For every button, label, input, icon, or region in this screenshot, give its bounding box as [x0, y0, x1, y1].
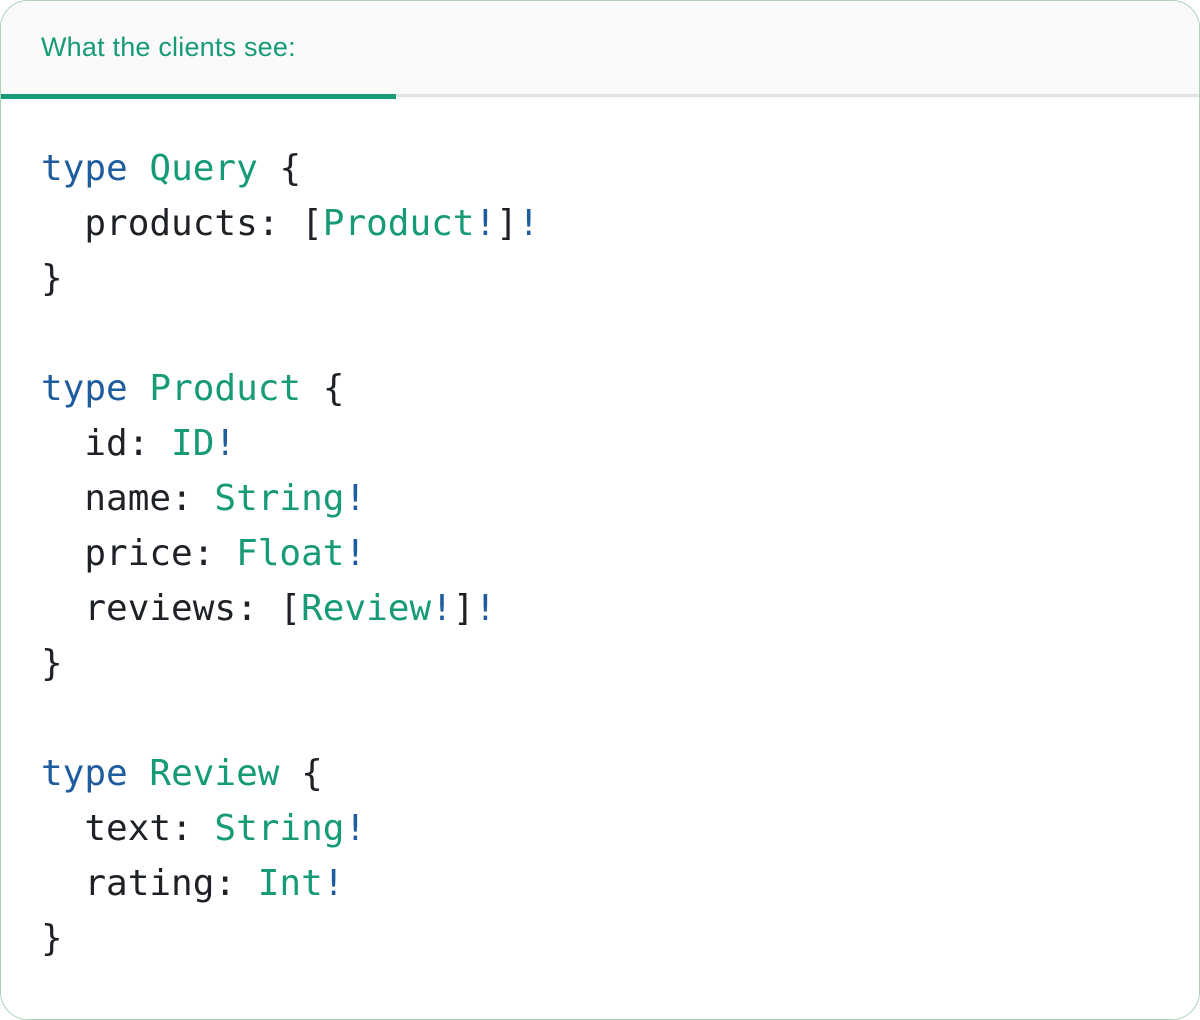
- tab-bar: What the clients see:: [1, 1, 1199, 99]
- code-token-keyword: type: [41, 368, 128, 409]
- code-line: [41, 306, 1169, 361]
- code-block: type Query { products: [Product!]!} type…: [1, 99, 1199, 966]
- code-token-text: [128, 753, 150, 794]
- active-tab-underline: [1, 94, 396, 99]
- code-line: price: Float!: [41, 526, 1169, 581]
- code-token-text: {: [301, 368, 345, 409]
- code-token-keyword: !: [344, 808, 367, 849]
- code-line: }: [41, 911, 1169, 966]
- code-line: name: String!: [41, 471, 1169, 526]
- code-token-keyword: !: [431, 588, 453, 629]
- code-token-type-name: String: [214, 808, 345, 849]
- code-line: }: [41, 636, 1169, 691]
- code-token-text: ]: [496, 203, 518, 244]
- tab-bar-divider: [1, 94, 1199, 97]
- code-token-text: }: [41, 258, 63, 299]
- tab-label: What the clients see:: [41, 32, 296, 62]
- code-token-text: {: [279, 753, 323, 794]
- code-line: }: [41, 251, 1169, 306]
- code-line: text: String!: [41, 801, 1169, 856]
- code-token-type-name: ID: [171, 423, 215, 464]
- code-token-keyword: !: [322, 863, 345, 904]
- code-token-type-name: Product: [149, 368, 302, 409]
- code-line: id: ID!: [41, 416, 1169, 471]
- code-token-keyword: type: [41, 753, 128, 794]
- code-token-type-name: Int: [257, 863, 323, 904]
- code-token-type-name: Review: [149, 753, 280, 794]
- code-token-text: }: [41, 643, 63, 684]
- code-token-text: rating:: [41, 863, 258, 904]
- code-token-text: reviews: [: [41, 588, 302, 629]
- code-token-keyword: !: [344, 478, 367, 519]
- tab-what-clients-see[interactable]: What the clients see:: [1, 1, 396, 94]
- code-token-type-name: Product: [322, 203, 475, 244]
- code-token-text: {: [257, 148, 302, 189]
- code-token-keyword: !: [344, 533, 367, 574]
- code-line: type Product {: [41, 361, 1169, 416]
- code-token-keyword: !: [214, 423, 237, 464]
- code-line: [41, 691, 1169, 746]
- code-token-text: products: [: [41, 203, 323, 244]
- code-token-text: name:: [41, 478, 215, 519]
- code-token-text: id:: [41, 423, 172, 464]
- code-line: type Query {: [41, 141, 1169, 196]
- code-line: type Review {: [41, 746, 1169, 801]
- code-line: reviews: [Review!]!: [41, 581, 1169, 636]
- code-token-keyword: type: [41, 148, 128, 189]
- code-token-text: }: [41, 918, 63, 959]
- code-token-type-name: Query: [149, 148, 258, 189]
- code-token-type-name: String: [214, 478, 345, 519]
- code-token-text: text:: [41, 808, 215, 849]
- code-token-keyword: !: [474, 588, 497, 629]
- code-line: rating: Int!: [41, 856, 1169, 911]
- code-token-type-name: Review: [301, 588, 432, 629]
- code-token-text: price:: [41, 533, 237, 574]
- code-line: products: [Product!]!: [41, 196, 1169, 251]
- code-token-text: [128, 368, 150, 409]
- code-token-text: ]: [452, 588, 475, 629]
- code-token-keyword: !: [474, 203, 497, 244]
- code-token-type-name: Float: [236, 533, 345, 574]
- code-token-text: [128, 148, 150, 189]
- code-token-keyword: !: [517, 203, 540, 244]
